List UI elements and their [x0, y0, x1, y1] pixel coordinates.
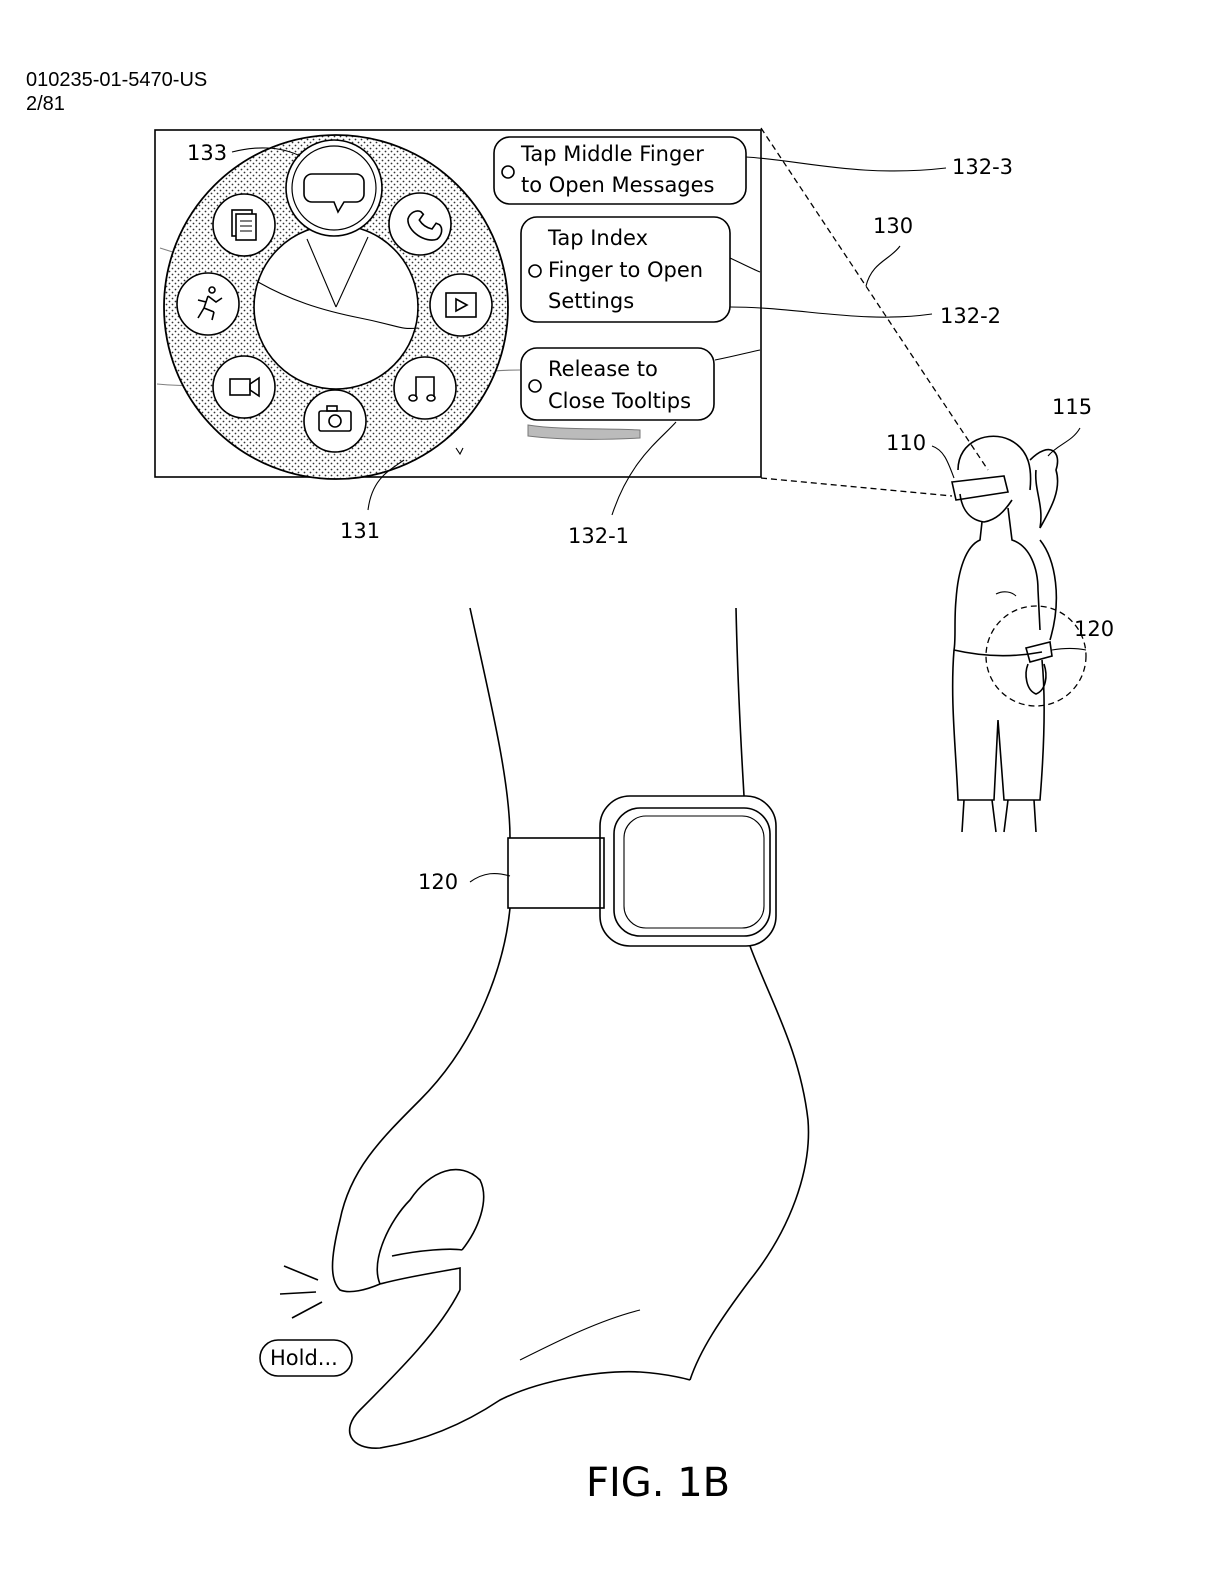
- reference-120-person: 120: [1051, 617, 1114, 651]
- tooltip-settings-line-3: Settings: [548, 289, 634, 313]
- tooltip-messages-line-2: to Open Messages: [521, 173, 715, 197]
- reference-131: 131: [340, 459, 405, 543]
- hand-with-wristband: [279, 607, 810, 1449]
- phone-icon[interactable]: [388, 192, 452, 256]
- running-icon[interactable]: [176, 272, 240, 336]
- docket-number: 010235-01-5470-US: [26, 69, 208, 91]
- reference-115: 115: [1047, 395, 1092, 457]
- figure-label: FIG. 1B: [586, 1460, 730, 1506]
- tooltip-close-line-2: Close Tooltips: [548, 389, 691, 413]
- tooltip-bullet: [528, 264, 542, 278]
- reference-132-1: 132-1: [568, 421, 677, 548]
- hold-bubble-text: Hold...: [270, 1346, 338, 1370]
- reference-132-3: 132-3: [745, 155, 1013, 179]
- wristband-strap: [507, 837, 605, 909]
- reference-120-watch: 120: [418, 870, 511, 894]
- ref-label: 110: [886, 431, 926, 455]
- sheet-number: 2/81: [26, 93, 65, 115]
- user-figure: [951, 435, 1087, 833]
- ref-label: 115: [1052, 395, 1092, 419]
- tooltip-settings: Tap Index Finger to Open Settings: [520, 216, 731, 323]
- message-icon[interactable]: [285, 139, 383, 237]
- music-icon[interactable]: [393, 356, 457, 420]
- ref-label: 132-1: [568, 524, 629, 548]
- reference-132-2: 132-2: [729, 304, 1001, 328]
- ref-label: 120: [1074, 617, 1114, 641]
- tooltip-messages: Tap Middle Finger to Open Messages: [493, 136, 747, 205]
- wristband-screen: [613, 807, 771, 937]
- ref-label: 131: [340, 519, 380, 543]
- ref-label: 132-3: [952, 155, 1013, 179]
- tooltip-bullet: [501, 165, 515, 179]
- document-icon[interactable]: [212, 193, 276, 257]
- video-camera-icon[interactable]: [212, 355, 276, 419]
- tooltip-settings-line-2: Finger to Open: [548, 258, 703, 282]
- camera-icon[interactable]: [303, 389, 367, 453]
- hold-gesture-bubble: Hold...: [259, 1339, 353, 1377]
- tooltip-messages-line-1: Tap Middle Finger: [520, 142, 704, 166]
- wristband-device: [599, 795, 777, 947]
- ref-label: 120: [418, 870, 458, 894]
- ref-label: 130: [873, 214, 913, 238]
- reference-110: 110: [886, 431, 955, 479]
- document-header: 010235-01-5470-US 2/81: [26, 68, 207, 116]
- tooltip-close-line-1: Release to: [548, 357, 658, 381]
- ref-label: 133: [187, 141, 227, 165]
- tooltip-settings-line-1: Tap Index: [547, 226, 648, 250]
- tooltip-close: Release to Close Tooltips: [520, 347, 715, 421]
- projection-line-bottom: [760, 477, 953, 497]
- reference-133: 133: [187, 141, 301, 165]
- reference-130: 130: [865, 214, 913, 287]
- tooltip-bullet: [528, 379, 542, 393]
- video-play-icon[interactable]: [429, 273, 493, 337]
- ref-label: 132-2: [940, 304, 1001, 328]
- projection-line-top: [760, 127, 989, 471]
